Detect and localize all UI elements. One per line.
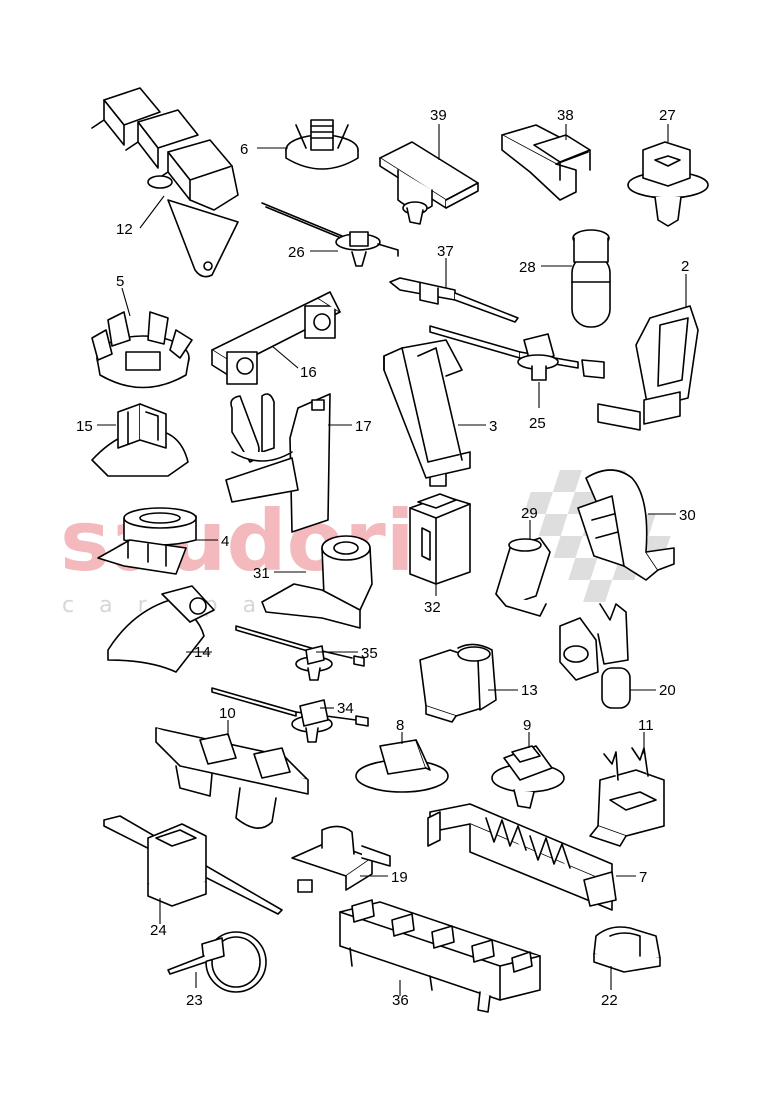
- part-35-tie-anchor: [235, 625, 365, 681]
- part-17-double-holder: [225, 393, 331, 533]
- part-38-bracket-clip: [501, 124, 591, 201]
- label-22: 22: [601, 992, 618, 1009]
- label-23: 23: [186, 992, 203, 1009]
- part-7-serrated-strip: [427, 803, 617, 911]
- label-27: 27: [659, 107, 676, 124]
- part-31-hollow-holder: [261, 535, 373, 629]
- part-2-long-clip: [597, 305, 699, 431]
- part-30-curved-clip: [577, 469, 675, 581]
- label-15: 15: [76, 418, 93, 435]
- label-24: 24: [150, 922, 167, 939]
- label-36: 36: [392, 992, 409, 1009]
- label-7: 7: [639, 869, 647, 886]
- label-8: 8: [396, 717, 404, 734]
- part-32-box-clip: [409, 493, 471, 585]
- part-20-spring-clip: [559, 603, 631, 709]
- label-19: 19: [391, 869, 408, 886]
- label-30: 30: [679, 507, 696, 524]
- part-36-multi-cavity-holder: [339, 899, 541, 1013]
- part-24-tie-clip: [103, 815, 283, 915]
- label-32: 32: [424, 599, 441, 616]
- part-10-multi-clip-rail: [155, 727, 309, 829]
- label-6: 6: [240, 141, 248, 158]
- label-5: 5: [116, 273, 124, 290]
- part-9-push-clip: [491, 745, 565, 809]
- part-28-cylinder-plug: [571, 229, 611, 328]
- part-34-tie-anchor: [211, 687, 369, 743]
- label-11: 11: [638, 717, 654, 734]
- label-25: 25: [529, 415, 546, 432]
- part-6-grommet-nut: [285, 119, 359, 170]
- label-26: 26: [288, 244, 305, 261]
- part-23-coiled-tie: [167, 931, 267, 993]
- part-39-flat-clip: [379, 141, 479, 225]
- label-35: 35: [361, 645, 378, 662]
- part-12-triple-clip-bracket: [91, 87, 239, 278]
- part-8-flat-base-clip: [355, 739, 449, 793]
- label-14: 14: [194, 644, 211, 661]
- part-5-crown-clip: [91, 311, 193, 389]
- part-16-rail-clip: [211, 291, 341, 385]
- part-15-base-clip: [91, 403, 189, 477]
- label-28: 28: [519, 259, 536, 276]
- label-4: 4: [221, 533, 229, 550]
- part-11-spring-clip: [589, 747, 665, 847]
- label-10: 10: [219, 705, 236, 722]
- part-19-clip-with-block: [291, 825, 391, 893]
- part-14-curved-plate: [107, 585, 215, 673]
- label-29: 29: [521, 505, 538, 522]
- label-12: 12: [116, 221, 133, 238]
- label-16: 16: [300, 364, 317, 381]
- part-27-push-rivet: [627, 141, 709, 227]
- label-13: 13: [521, 682, 538, 699]
- part-26-cable-tie-anchor: [261, 202, 399, 267]
- label-37: 37: [437, 243, 454, 260]
- part-3-tall-u-clip: [383, 339, 471, 487]
- part-22-wrap-clip: [593, 926, 661, 973]
- label-9: 9: [523, 717, 531, 734]
- label-2: 2: [681, 258, 689, 275]
- label-3: 3: [489, 418, 497, 435]
- part-29-bent-clip: [495, 537, 551, 617]
- part-25-tie-screw: [429, 325, 605, 381]
- part-4-oval-clip: [97, 507, 197, 575]
- label-34: 34: [337, 700, 354, 717]
- label-20: 20: [659, 682, 676, 699]
- label-39: 39: [430, 107, 447, 124]
- label-38: 38: [557, 107, 574, 124]
- label-31: 31: [253, 565, 270, 582]
- part-13-double-pipe-clip: [419, 643, 497, 723]
- label-17: 17: [355, 418, 372, 435]
- part-37-cable-tie: [389, 277, 519, 323]
